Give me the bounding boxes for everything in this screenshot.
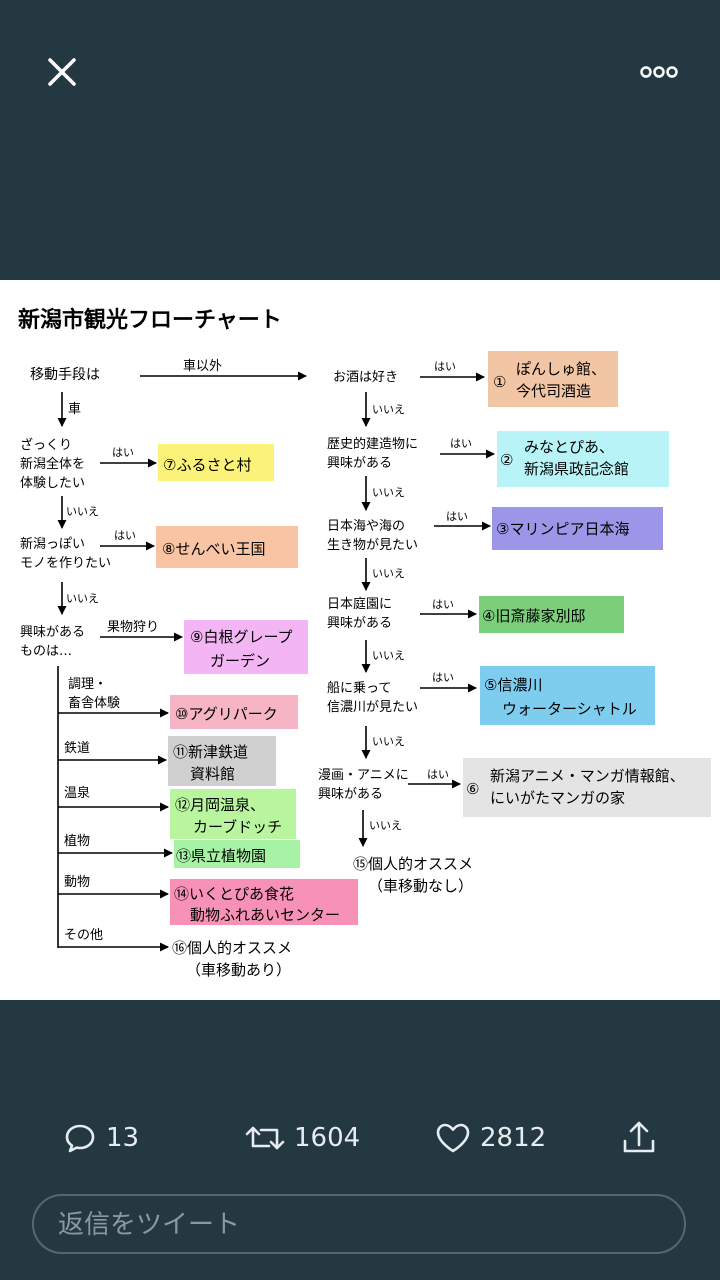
result-10: ⑩アグリパーク — [175, 705, 278, 723]
no-label: いいえ — [372, 567, 405, 580]
q-sake: お酒は好き — [333, 370, 398, 385]
no-label: いいえ — [372, 403, 405, 416]
retweet-button[interactable]: 1604 — [244, 1110, 360, 1166]
yes-label: はい — [112, 446, 134, 459]
result-13: ⑬県立植物園 — [176, 847, 266, 865]
heart-icon — [436, 1123, 470, 1153]
more-horizontal-icon — [640, 66, 678, 78]
result-12: ⑫月岡温泉、 カーブドッチ — [175, 796, 282, 836]
result-10-box — [170, 695, 298, 729]
yes-label: はい — [427, 768, 449, 781]
no-label: いいえ — [372, 649, 405, 662]
result-7: ⑦ふるさと村 — [163, 456, 251, 474]
fruit-label: 果物狩り — [107, 620, 159, 635]
no-label: いいえ — [66, 505, 99, 518]
result-12-box — [170, 789, 296, 839]
retweet-count: 1604 — [294, 1123, 361, 1153]
share-button[interactable] — [620, 1110, 666, 1166]
yes-label: はい — [434, 360, 456, 373]
result-9-box — [184, 620, 308, 674]
result-8: ⑧せんべい王国 — [162, 540, 265, 558]
yes-label: はい — [446, 510, 468, 523]
result-14: ⑭いくとぴあ食花 動物ふれあいセンター — [174, 885, 340, 924]
yes-label: はい — [432, 598, 454, 611]
more-options-button[interactable] — [636, 56, 684, 88]
result-2: ② みなとぴあ、 新潟県政記念館 — [500, 438, 629, 478]
result-4: ④旧斎藤家別邸 — [482, 607, 585, 625]
branch-plant: 植物 — [64, 834, 90, 849]
q-sea: 日本海や海の 生き物が見たい — [327, 519, 418, 553]
reply-button[interactable]: 13 — [62, 1110, 139, 1166]
branch-onsen: 温泉 — [64, 785, 90, 801]
no-label: いいえ — [372, 486, 405, 499]
result-13-box — [174, 840, 300, 868]
result-11: ⑪新津鉄道 資料館 — [173, 743, 253, 783]
no-label: いいえ — [372, 735, 405, 748]
result-5: ⑤信濃川 ウォーターシャトル — [484, 676, 637, 718]
result-4-box — [479, 596, 624, 633]
tweet-action-bar: 13 1604 2812 — [0, 1110, 720, 1170]
car-other-label: 車以外 — [183, 359, 222, 374]
like-button[interactable]: 2812 — [434, 1110, 546, 1166]
result-6-box — [463, 758, 711, 817]
top-bar — [0, 0, 720, 150]
q-experience: ざっくり 新潟全体を 体験したい — [20, 437, 89, 491]
retweet-icon — [245, 1126, 285, 1150]
reply-input[interactable] — [56, 1196, 660, 1254]
car-label: 車 — [68, 402, 81, 417]
no-label: いいえ — [369, 819, 402, 832]
result-3-box — [492, 507, 663, 550]
result-14-box — [170, 879, 358, 925]
no-label: いいえ — [66, 592, 99, 605]
q-make: 新潟っぽい モノを作りたい — [20, 536, 111, 571]
q-interest: 興味がある ものは… — [20, 625, 89, 659]
q-history: 歴史的建造物に 興味がある — [327, 436, 422, 471]
start-node: 移動手段は — [30, 367, 100, 383]
result-8-box — [156, 526, 298, 568]
comment-icon — [65, 1124, 95, 1153]
result-6: ⑥ 新潟アニメ・マンガ情報館、 にいがたマンガの家 — [466, 767, 689, 807]
result-1-box — [488, 351, 618, 407]
yes-label: はい — [114, 529, 136, 542]
q-manga: 漫画・アニメに 興味がある — [318, 768, 413, 802]
branch-animal: 動物 — [64, 875, 90, 890]
result-15: ⑮個人的オススメ （車移動なし） — [353, 855, 478, 895]
close-button[interactable] — [40, 50, 84, 94]
flowchart-image[interactable]: 新潟市観光フローチャート 移動手段は 車以外 車 ざっくり 新潟全体を 体験した… — [0, 280, 720, 1000]
share-icon — [623, 1121, 655, 1153]
result-5-box — [480, 666, 655, 725]
like-count: 2812 — [480, 1123, 547, 1153]
reply-count: 13 — [106, 1123, 140, 1153]
result-7-box — [158, 444, 274, 481]
result-11-box — [168, 736, 276, 786]
yes-label: はい — [450, 437, 472, 450]
result-3: ③マリンピア日本海 — [496, 520, 629, 538]
branch-other: その他 — [64, 928, 103, 943]
result-9: ⑨白根グレープ ガーデン — [190, 628, 297, 670]
result-16: ⑯個人的オススメ （車移動あり） — [172, 939, 297, 979]
chart-title: 新潟市観光フローチャート — [18, 307, 282, 333]
result-1: ① ぽんしゅ館、 今代司酒造 — [493, 360, 611, 400]
q-river: 船に乗って 信濃川が見たい — [327, 681, 418, 715]
reply-box — [32, 1194, 686, 1254]
yes-label: はい — [432, 671, 454, 684]
branch-rail: 鉄道 — [64, 741, 90, 756]
branch-cook: 調理・ 畜舎体験 — [68, 677, 120, 711]
q-garden: 日本庭園に 興味がある — [327, 596, 396, 631]
result-2-box — [497, 431, 669, 487]
close-icon — [48, 58, 76, 86]
